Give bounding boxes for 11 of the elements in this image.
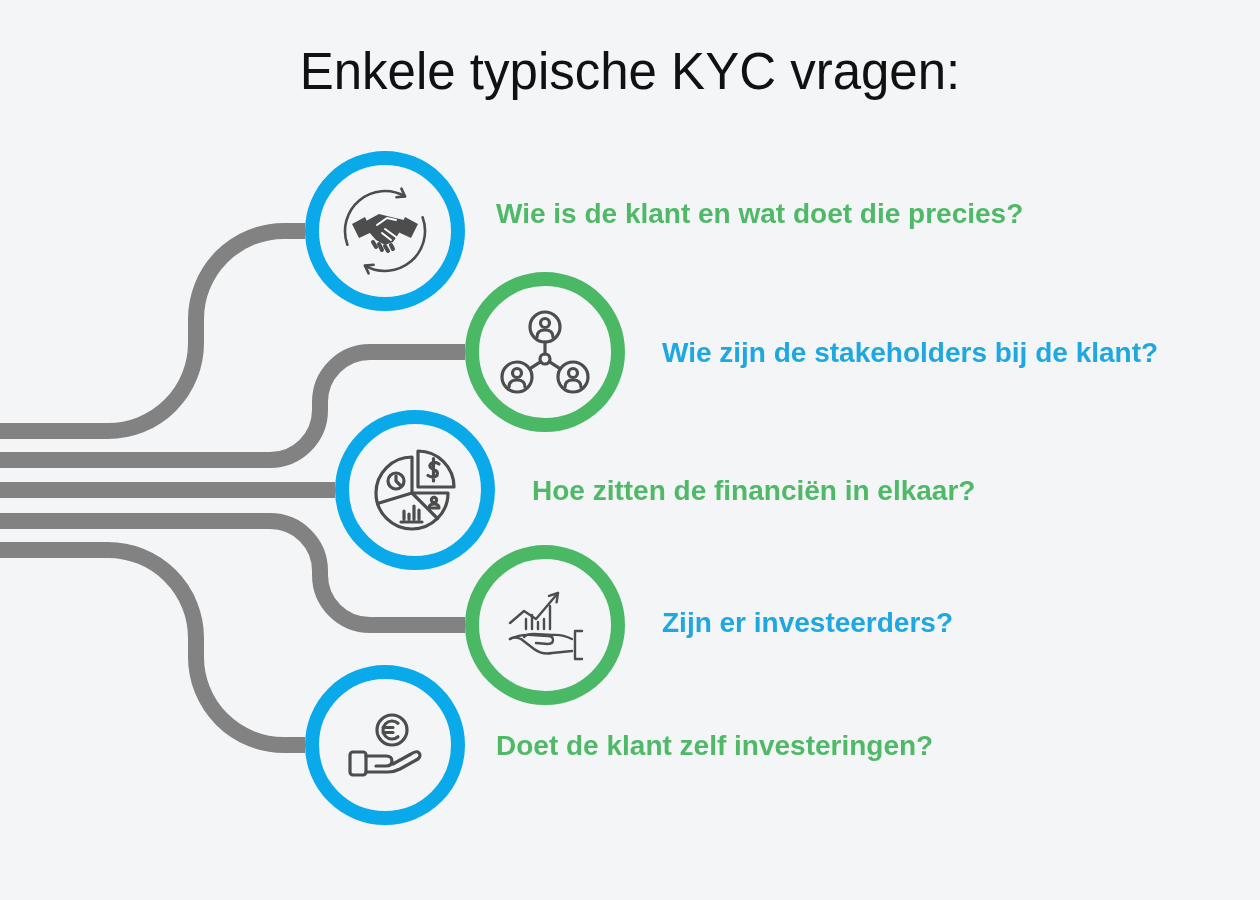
connector-line [0,513,465,633]
question-text: Doet de klant zelf investeringen? [496,728,934,762]
question-text: Hoe zitten de financiën in elkaar? [532,473,976,507]
question-text: Zijn er investeerders? [662,605,953,639]
connector-line [0,223,305,439]
connector-line [0,344,465,468]
connector-line [0,542,305,753]
question-text: Wie zijn de stakeholders bij de klant? [662,335,1159,369]
question-text: Wie is de klant en wat doet die precies? [496,196,1024,230]
connector-line [0,482,335,498]
title: Enkele typische KYC vragen: [299,43,961,101]
